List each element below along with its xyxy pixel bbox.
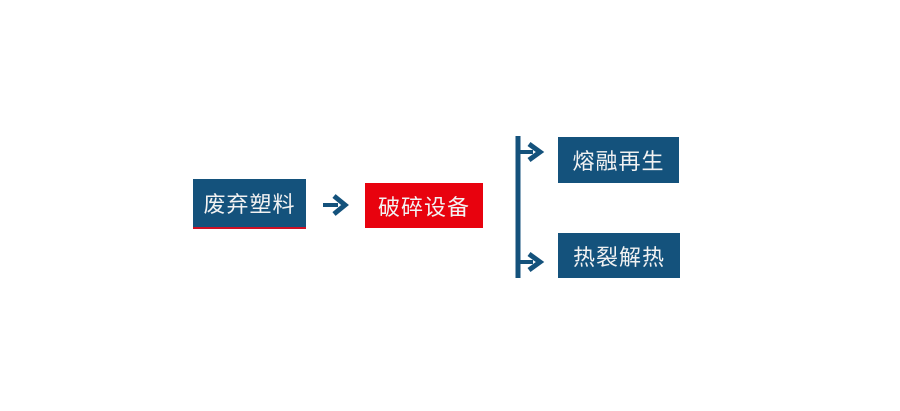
node-waste-plastic-label: 废弃塑料 — [203, 193, 296, 218]
node-crushing-equipment: 破碎设备 — [365, 183, 483, 228]
node-pyrolysis-heat-label: 热裂解热 — [572, 245, 665, 271]
node-melt-regeneration: 熔融再生 — [558, 137, 679, 183]
node-melt-regeneration-label: 熔融再生 — [572, 150, 665, 175]
arrow-right-icon — [323, 194, 349, 216]
node-crushing-equipment-label: 破碎设备 — [377, 195, 470, 221]
node-waste-plastic: 废弃塑料 — [193, 179, 306, 229]
node-pyrolysis-heat: 热裂解热 — [558, 233, 680, 278]
branch-bracket-connector — [515, 136, 545, 278]
